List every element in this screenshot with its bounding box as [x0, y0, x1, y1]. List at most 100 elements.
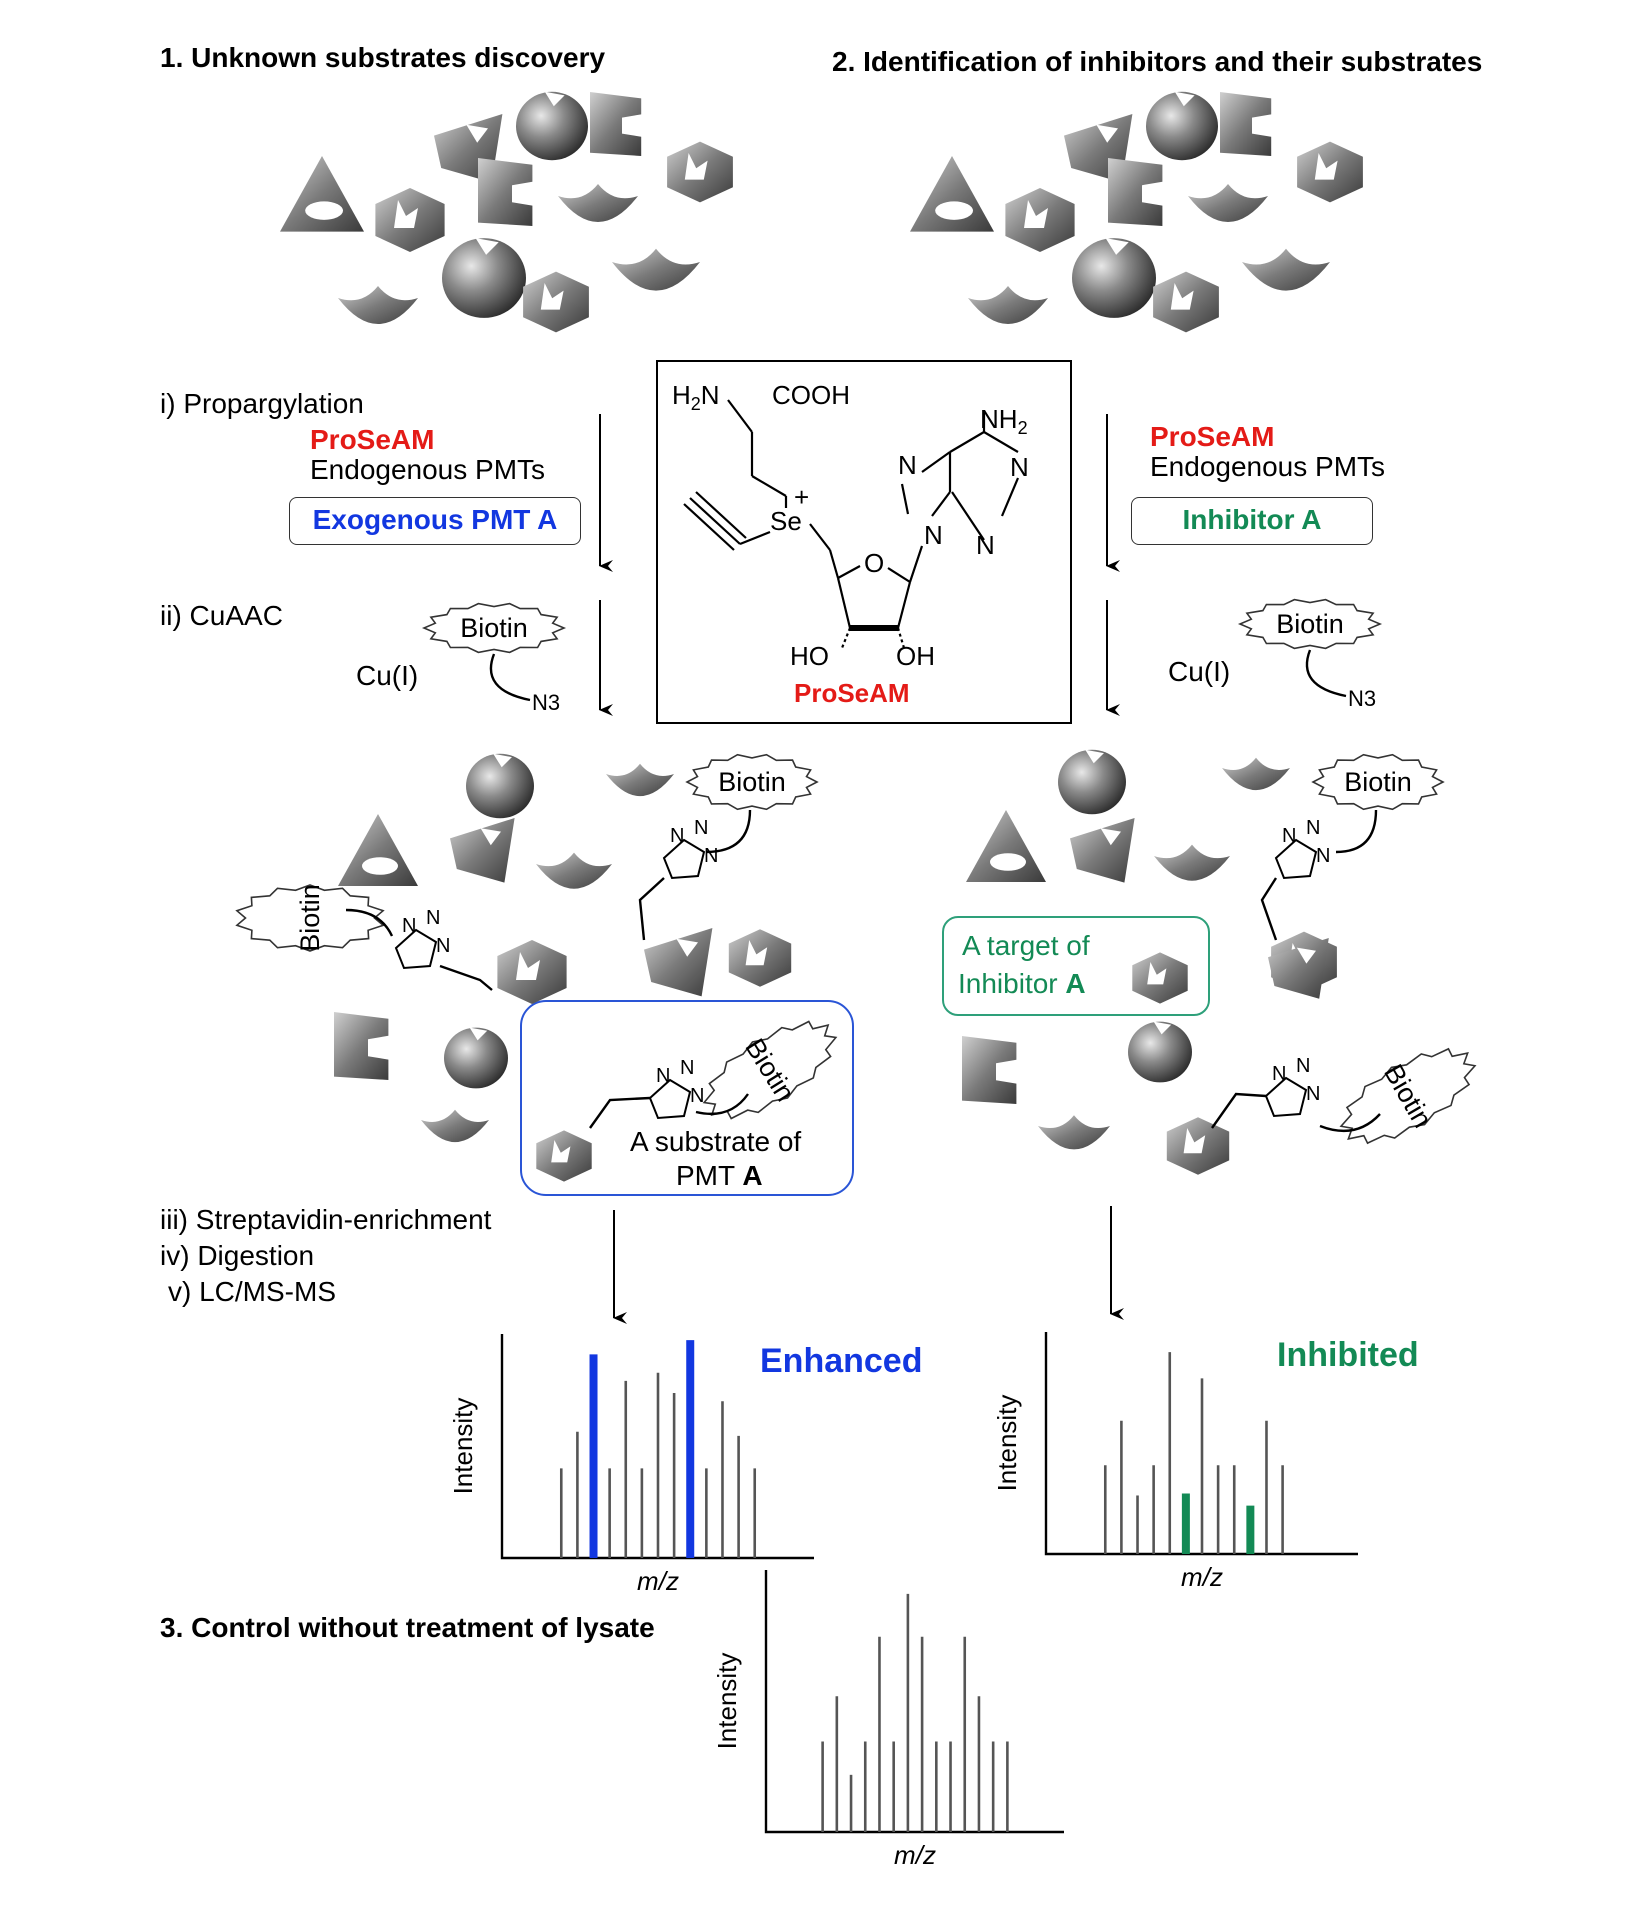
triazole-n-text: N — [436, 935, 450, 957]
protein-cluster-1 — [280, 91, 733, 333]
protein-triangle-icon — [280, 156, 364, 232]
inhibitor-box: Inhibitor A — [1131, 497, 1373, 545]
protein-c-icon — [590, 92, 642, 156]
step-digestion: iv) Digestion — [160, 1240, 315, 1271]
protein-triangle-icon — [910, 156, 994, 232]
protein-wedge-icon — [644, 928, 713, 997]
protein-bowl-icon — [1154, 844, 1230, 881]
triazole-n-text: N — [1296, 1055, 1310, 1077]
spectrum-ylabel: Intensity — [448, 1398, 478, 1495]
protein-bowl-icon — [338, 286, 418, 324]
spectrum-ylabel: Intensity — [992, 1395, 1022, 1492]
spectrum-inhibited: Intensity m/z — [992, 1332, 1358, 1592]
right-endogenous-label: Endogenous PMTs — [1150, 451, 1386, 482]
oh-text: OH — [896, 641, 935, 671]
triazole-n-text: N — [656, 1065, 670, 1087]
biotin-tag-icon — [685, 753, 819, 811]
cooh-text: COOH — [772, 380, 850, 410]
protein-c-icon — [962, 1036, 1017, 1104]
protein-wedge-icon — [1070, 818, 1135, 883]
svg-text:H2N: H2N — [672, 380, 720, 414]
section1-title: 1. Unknown substrates discovery — [160, 42, 606, 73]
protein-sphere-icon — [1072, 238, 1156, 318]
right-copper-label: Cu(I) — [1168, 656, 1231, 687]
n3-text: N — [976, 530, 995, 560]
protein-sphere-icon — [442, 238, 526, 318]
azide-text: N3 — [1348, 686, 1376, 711]
protein-bowl-icon — [612, 248, 700, 291]
left-endogenous-label: Endogenous PMTs — [310, 454, 546, 485]
n7-text: N — [898, 450, 917, 480]
triazole-n-text: N — [670, 825, 684, 847]
biotin-text: Biotin — [1276, 609, 1344, 639]
spectrum-axes — [500, 1334, 814, 1560]
proseam-atom-labels: H2N COOH NH2 Se + O N N N N HO OH ProSeA… — [672, 380, 1029, 708]
protein-bowl-icon — [606, 763, 674, 797]
protein-sphere-icon — [1146, 91, 1218, 161]
inhibited-label: Inhibited — [1277, 1336, 1419, 1374]
protein-bowl-icon — [1188, 184, 1268, 222]
n1-text: N — [1010, 452, 1029, 482]
triazole-ring — [662, 838, 706, 880]
enhanced-label: Enhanced — [760, 1342, 923, 1380]
left-copper-label: Cu(I) — [356, 660, 419, 691]
protein-bowl-icon — [1242, 248, 1330, 291]
spectrum-control: Intensity m/z — [712, 1570, 1064, 1870]
proseam-name-text: ProSeAM — [794, 678, 910, 708]
biotin-tag-icon — [1237, 598, 1383, 650]
step-propargylation: i) Propargylation — [160, 388, 364, 419]
triazole-ring — [1264, 1076, 1308, 1118]
exogenous-pmt-box: Exogenous PMT A — [289, 497, 581, 545]
plus-text: + — [794, 482, 809, 512]
biotin-text: Biotin — [1344, 767, 1412, 797]
biotin-tag-icon — [421, 602, 567, 654]
triazole-n-text: N — [1306, 1083, 1320, 1105]
proseam-structure-box — [656, 360, 1072, 724]
protein-bowl-icon — [968, 286, 1048, 324]
protein-wedge-icon — [450, 818, 515, 883]
protein-bowl-icon — [1222, 757, 1290, 791]
protein-bowl-icon — [421, 1109, 489, 1143]
protein-sphere-icon — [1128, 1021, 1192, 1083]
triazole-n-text: N — [1306, 817, 1320, 839]
protein-bowl-icon — [558, 184, 638, 222]
triazole-n-text: N — [1282, 825, 1296, 847]
section3-title: 3. Control without treatment of lysate — [160, 1612, 655, 1643]
biotin-tag-icon — [1311, 753, 1445, 811]
biotin-text: Biotin — [460, 613, 528, 643]
substrate-text-pmt: PMT — [676, 1160, 743, 1191]
biotin-text: Biotin — [718, 767, 786, 797]
ho-text: HO — [790, 641, 829, 671]
triazole-n-text: N — [680, 1057, 694, 1079]
spectrum-ylabel: Intensity — [712, 1653, 742, 1750]
triazole-ring — [394, 928, 438, 970]
triazole-n-text: N — [1316, 845, 1330, 867]
ring-o-text: O — [864, 548, 884, 578]
spectrum-xlabel: m/z — [1181, 1562, 1223, 1592]
substrate-text-line1: A substrate of — [630, 1126, 802, 1157]
exogenous-pmt-label: Exogenous PMT A — [312, 504, 558, 535]
target-text-inhibitor: Inhibitor — [958, 968, 1066, 999]
protein-sphere-icon — [466, 753, 534, 819]
spectrum-xlabel: m/z — [894, 1840, 936, 1870]
step-cuaac: ii) CuAAC — [160, 600, 283, 631]
triazole-n-text: N — [690, 1085, 704, 1107]
protein-triangle-icon — [966, 810, 1046, 882]
substrate-box — [520, 1000, 854, 1196]
protein-c-icon — [1220, 92, 1272, 156]
protein-sphere-icon — [516, 91, 588, 161]
triazole-n-text: N — [704, 845, 718, 867]
target-text-a: A — [1065, 968, 1086, 999]
azide-text: N3 — [532, 690, 560, 715]
triazole-n-text: N — [1272, 1063, 1286, 1085]
section2-title: 2. Identification of inhibitors and thei… — [832, 46, 1483, 77]
triazole-ring — [648, 1078, 692, 1120]
svg-text:NH2: NH2 — [980, 404, 1028, 438]
inhibitor-label: Inhibitor A — [1182, 504, 1322, 535]
